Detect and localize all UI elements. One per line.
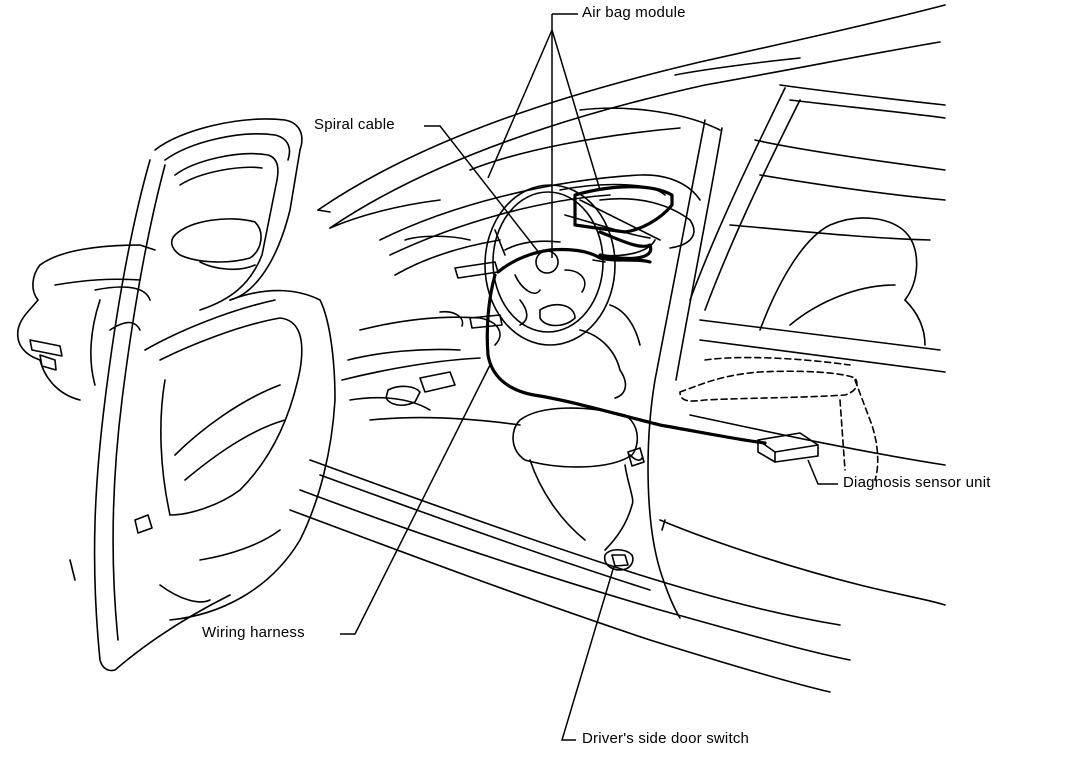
leader-lines — [340, 13, 838, 741]
b-pillar — [647, 119, 946, 619]
driver-seat — [512, 407, 645, 541]
steering-column — [341, 304, 641, 399]
spiral-cable — [496, 247, 652, 274]
diagnosis-sensor-unit-box — [757, 432, 819, 463]
label-wiring-harness: Wiring harness — [202, 624, 305, 641]
side-sill — [289, 414, 946, 693]
steering-wheel — [484, 184, 616, 346]
center-console — [679, 356, 879, 481]
roof-line — [317, 4, 946, 229]
wiring-harness — [485, 273, 767, 445]
front-body — [16, 209, 331, 401]
seat-through-door — [170, 218, 262, 271]
label-door-switch: Driver's side door switch — [582, 730, 750, 747]
label-air-bag-module: Air bag module — [582, 4, 686, 21]
label-diagnosis-sensor-unit: Diagnosis sensor unit — [843, 474, 991, 491]
open-door — [69, 118, 336, 672]
door-switch — [603, 464, 634, 571]
passenger-airbag-outline — [573, 185, 674, 234]
rear-seat — [699, 217, 946, 373]
label-spiral-cable: Spiral cable — [314, 116, 395, 133]
passenger-airbag-lower — [598, 230, 653, 261]
a-pillar — [329, 87, 801, 311]
floor-pedals — [349, 371, 521, 426]
